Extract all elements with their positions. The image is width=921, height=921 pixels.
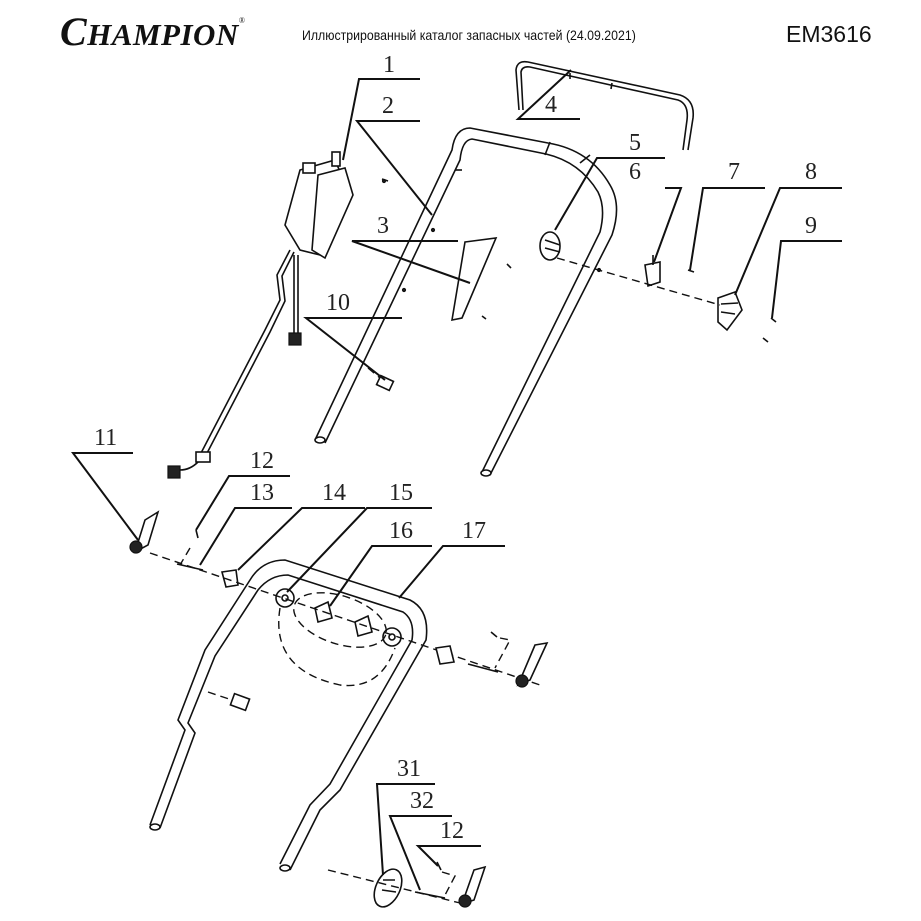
part-10-clip: [375, 374, 395, 392]
lever-right: [515, 641, 549, 688]
callout-9: 9: [805, 213, 817, 239]
callout-1: 1: [383, 52, 395, 78]
part-6-clip: [644, 255, 661, 288]
callout-8: 8: [805, 159, 817, 185]
part-1-switch-box: [167, 151, 354, 479]
bolt-right: [467, 663, 499, 673]
callout-14: 14: [322, 480, 346, 506]
callout-7: 7: [728, 159, 740, 185]
model-number: EM3616: [786, 21, 872, 47]
part-31-knob: [373, 868, 403, 908]
callout-13: 13: [250, 480, 274, 506]
callout-31: 31: [397, 756, 421, 782]
part-7-screw: [687, 269, 695, 273]
part-3-bracket: [381, 178, 512, 322]
callout-17: 17: [462, 518, 486, 544]
callout-2: 2: [382, 93, 394, 119]
callout-6: 6: [629, 159, 641, 185]
callout-11: 11: [94, 425, 117, 451]
callout-4: 4: [545, 92, 557, 118]
callout-5: 5: [629, 130, 641, 156]
part-9-screw: [770, 317, 777, 323]
part-12-pin: [195, 529, 199, 539]
screw: [762, 337, 769, 343]
callout-10: 10: [326, 290, 350, 316]
logo-initial: C: [60, 9, 88, 54]
part-8-cover: [717, 290, 743, 332]
callout-12-lower: 12: [440, 818, 464, 844]
part-12-pin-lower: [436, 861, 442, 871]
part-14-washer: [220, 569, 239, 588]
catalog-title: Иллюстрированный каталог запасных частей…: [302, 27, 636, 43]
callout-leaders: [71, 69, 842, 891]
part-2-upper-handle: [314, 127, 618, 477]
pin-right: [490, 631, 498, 638]
washer-right: [435, 645, 455, 665]
part-5-knob: [539, 231, 561, 261]
part-11-lever: [129, 510, 160, 554]
callout-12: 12: [250, 448, 274, 474]
callout-32: 32: [410, 788, 434, 814]
callout-labels: 1 2 3 4 5 6 7 8 9 10 11 12 13 14 15 16 1…: [94, 52, 817, 844]
champion-logo: CHAMPION®: [60, 8, 245, 55]
part-17-lower-handle: [149, 559, 428, 872]
logo-rest: HAMPION: [87, 17, 239, 52]
callout-3: 3: [377, 213, 389, 239]
lever-lower: [458, 865, 487, 908]
registered-mark: ®: [238, 16, 246, 25]
callout-16: 16: [389, 518, 413, 544]
part-4-top-bar: [515, 60, 695, 151]
callout-15: 15: [389, 480, 413, 506]
